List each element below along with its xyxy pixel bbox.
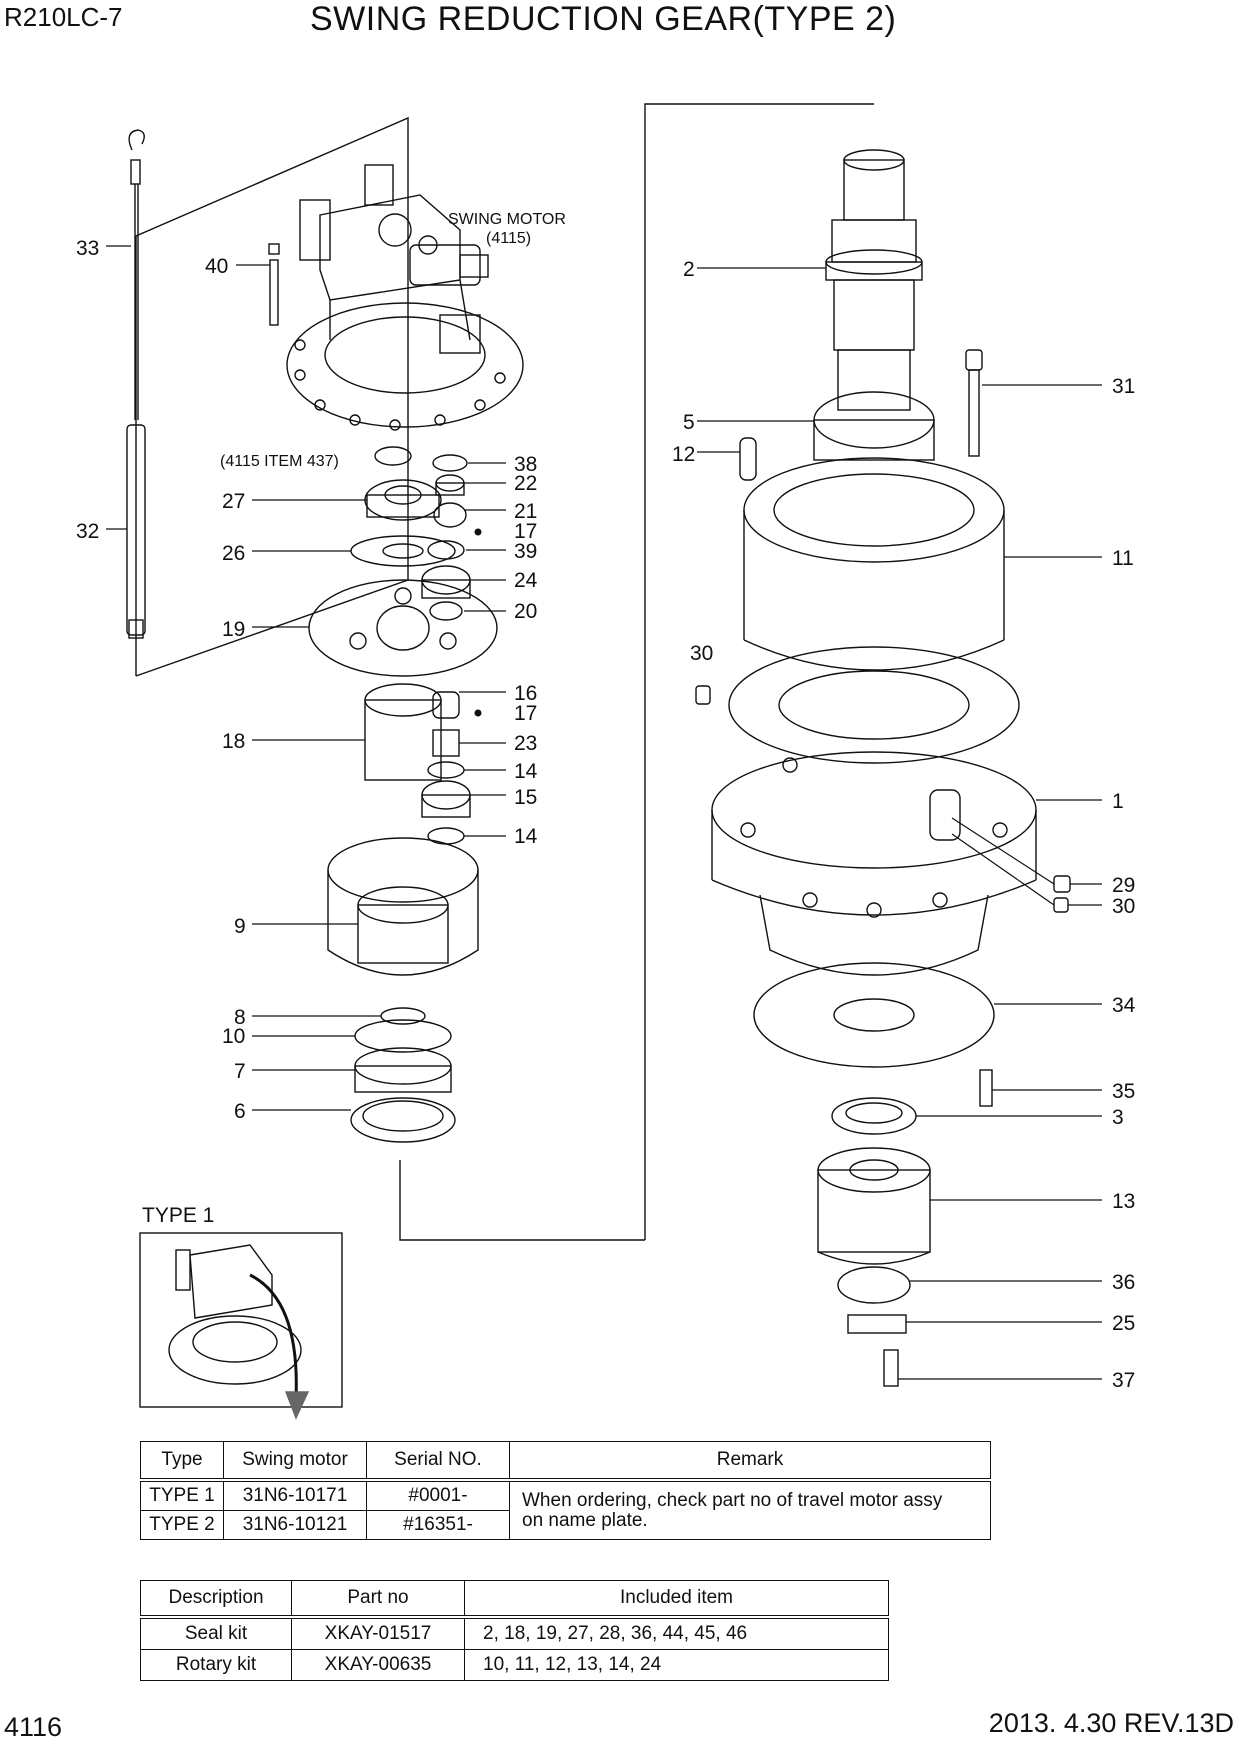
part-no-col-header: Part no [291, 1580, 465, 1619]
callout-3: 3 [1112, 1106, 1124, 1129]
callout-22: 22 [514, 472, 537, 495]
type-cell: TYPE 1 [140, 1479, 224, 1511]
callout-38: 38 [514, 453, 537, 476]
table-row: TYPE 1 31N6-10171 #0001- When ordering, … [140, 1479, 991, 1540]
callout-8: 8 [234, 1006, 246, 1029]
item-ref-note: (4115 ITEM 437) [220, 453, 339, 470]
callout-11: 11 [1112, 547, 1134, 570]
callout-27: 27 [222, 490, 245, 513]
callout-29: 29 [1112, 874, 1135, 897]
type-table-header-row: Type Swing motor Serial NO. Remark [140, 1441, 991, 1482]
swing-motor-label: SWING MOTOR [448, 211, 566, 228]
remark-line-1: When ordering, check part no of travel m… [522, 1489, 943, 1511]
callout-9: 9 [234, 915, 246, 938]
callout-30: 30 [690, 642, 713, 665]
callout-30b: 30 [1112, 895, 1135, 918]
type-table: Type Swing motor Serial NO. Remark TYPE … [140, 1441, 991, 1540]
callout-19: 19 [222, 618, 245, 641]
callout-34: 34 [1112, 994, 1136, 1017]
included-item-cell: 2, 18, 19, 27, 28, 36, 44, 45, 46 [464, 1616, 889, 1650]
callout-14: 14 [514, 760, 538, 783]
callout-6: 6 [234, 1100, 246, 1123]
type-col-header: Type [140, 1441, 224, 1482]
kit-table-header-row: Description Part no Included item [140, 1580, 889, 1619]
description-cell: Rotary kit [140, 1649, 292, 1681]
callout-25: 25 [1112, 1312, 1135, 1335]
description-cell: Seal kit [140, 1616, 292, 1650]
page-title: SWING REDUCTION GEAR(TYPE 2) [310, 0, 897, 38]
swing-motor-col-header: Swing motor [223, 1441, 367, 1482]
callout-17b: 17 [514, 702, 537, 725]
description-col-header: Description [140, 1580, 292, 1619]
leader-lines [106, 245, 1102, 1380]
callout-33: 33 [76, 237, 99, 260]
callout-14b: 14 [514, 825, 538, 848]
callout-2: 2 [683, 258, 695, 281]
callout-23: 23 [514, 732, 537, 755]
callout-13: 13 [1112, 1190, 1135, 1213]
type1-label: TYPE 1 [142, 1204, 214, 1227]
callout-37: 37 [1112, 1369, 1135, 1392]
callout-35: 35 [1112, 1080, 1135, 1103]
type-cell: TYPE 2 [140, 1510, 224, 1540]
swing-motor-ref: (4115) [486, 230, 531, 247]
remark-col-header: Remark [509, 1441, 991, 1482]
serial-cell: #0001- [366, 1479, 510, 1511]
callout-40: 40 [205, 255, 228, 278]
leader-dots [474, 528, 482, 717]
table-row: Rotary kit XKAY-00635 10, 11, 12, 13, 14… [140, 1649, 889, 1681]
table-row: TYPE 2 31N6-10121 #16351- [140, 1510, 991, 1540]
callout-24: 24 [514, 569, 538, 592]
callout-numbers: 33 40 32 27 26 19 18 9 8 10 7 6 38 22 21… [76, 237, 1136, 1392]
revision-date: 2013. 4.30 REV.13D [988, 1708, 1234, 1738]
serial-cell: #16351- [366, 1510, 510, 1540]
swing-motor-cell: 31N6-10121 [223, 1510, 367, 1540]
table-row: Seal kit XKAY-01517 2, 18, 19, 27, 28, 3… [140, 1616, 889, 1650]
callout-1: 1 [1112, 790, 1124, 813]
swing-motor-cell: 31N6-10171 [223, 1479, 367, 1511]
callout-12: 12 [672, 443, 695, 466]
callout-17: 17 [514, 520, 537, 543]
callout-20: 20 [514, 600, 537, 623]
part-no-cell: XKAY-00635 [291, 1649, 465, 1681]
callout-32: 32 [76, 520, 99, 543]
callout-18: 18 [222, 730, 245, 753]
callout-21: 21 [514, 500, 537, 523]
callout-7: 7 [234, 1060, 246, 1083]
part-no-cell: XKAY-01517 [291, 1616, 465, 1650]
included-item-col-header: Included item [464, 1580, 889, 1619]
serial-col-header: Serial NO. [366, 1441, 510, 1482]
kit-table: Description Part no Included item Seal k… [140, 1580, 889, 1681]
callout-5: 5 [683, 411, 695, 434]
remark-line-2: on name plate. [522, 1509, 648, 1531]
included-item-cell: 10, 11, 12, 13, 14, 24 [464, 1649, 889, 1681]
callout-26: 26 [222, 542, 245, 565]
remark-cell: When ordering, check part no of travel m… [509, 1479, 991, 1540]
callout-31: 31 [1112, 375, 1135, 398]
callout-15: 15 [514, 786, 537, 809]
callout-16: 16 [514, 682, 537, 705]
page-number: 4116 [4, 1712, 63, 1742]
callout-10: 10 [222, 1025, 245, 1048]
diagram-outlines [126, 103, 1071, 1420]
callout-36: 36 [1112, 1271, 1135, 1294]
callout-39: 39 [514, 540, 537, 563]
model-code: R210LC-7 [4, 2, 123, 32]
